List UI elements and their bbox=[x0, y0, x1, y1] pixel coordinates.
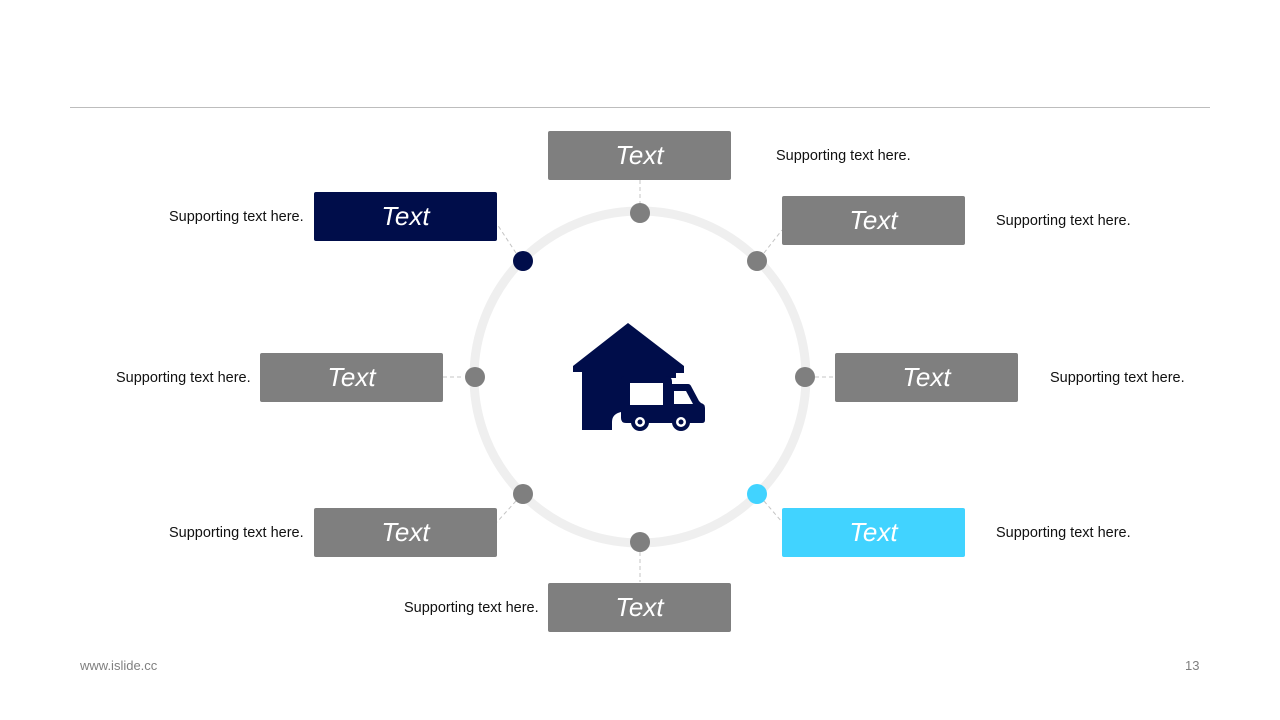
item-box-left[interactable]: Text bbox=[260, 353, 443, 402]
node-dot-left bbox=[465, 367, 485, 387]
header-divider bbox=[70, 107, 1210, 108]
node-dot-top-right bbox=[747, 251, 767, 271]
connector-line bbox=[763, 229, 783, 254]
supporting-text-top-left: Supporting text here. bbox=[169, 209, 304, 225]
node-dot-bottom bbox=[630, 532, 650, 552]
node-dot-bottom-right bbox=[747, 484, 767, 504]
connector-lines bbox=[443, 180, 835, 582]
item-box-right[interactable]: Text bbox=[835, 353, 1018, 402]
warehouse-truck-icon bbox=[573, 323, 705, 431]
supporting-text-bottom: Supporting text here. bbox=[404, 600, 539, 616]
supporting-text-right: Supporting text here. bbox=[1050, 370, 1185, 386]
footer-website[interactable]: www.islide.cc bbox=[80, 658, 158, 673]
supporting-text-bottom-right: Supporting text here. bbox=[996, 525, 1131, 541]
item-box-bottom-left[interactable]: Text bbox=[314, 508, 497, 557]
page-number: 13 bbox=[1185, 658, 1200, 673]
node-dot-top-left bbox=[513, 251, 533, 271]
node-dot-top bbox=[630, 203, 650, 223]
supporting-text-bottom-left: Supporting text here. bbox=[169, 525, 304, 541]
item-box-top-left[interactable]: Text bbox=[314, 192, 497, 241]
supporting-text-top-right: Supporting text here. bbox=[996, 213, 1131, 229]
supporting-text-left: Supporting text here. bbox=[116, 370, 251, 386]
item-box-bottom-right[interactable]: Text bbox=[782, 508, 965, 557]
node-dot-right bbox=[795, 367, 815, 387]
item-box-bottom[interactable]: Text bbox=[548, 583, 731, 632]
node-dots bbox=[465, 203, 815, 552]
connector-line bbox=[763, 500, 783, 523]
node-dot-bottom-left bbox=[513, 484, 533, 504]
connector-line bbox=[496, 223, 517, 254]
item-box-top-right[interactable]: Text bbox=[782, 196, 965, 245]
connector-line bbox=[496, 500, 517, 523]
supporting-text-top: Supporting text here. bbox=[776, 148, 911, 164]
item-box-top[interactable]: Text bbox=[548, 131, 731, 180]
